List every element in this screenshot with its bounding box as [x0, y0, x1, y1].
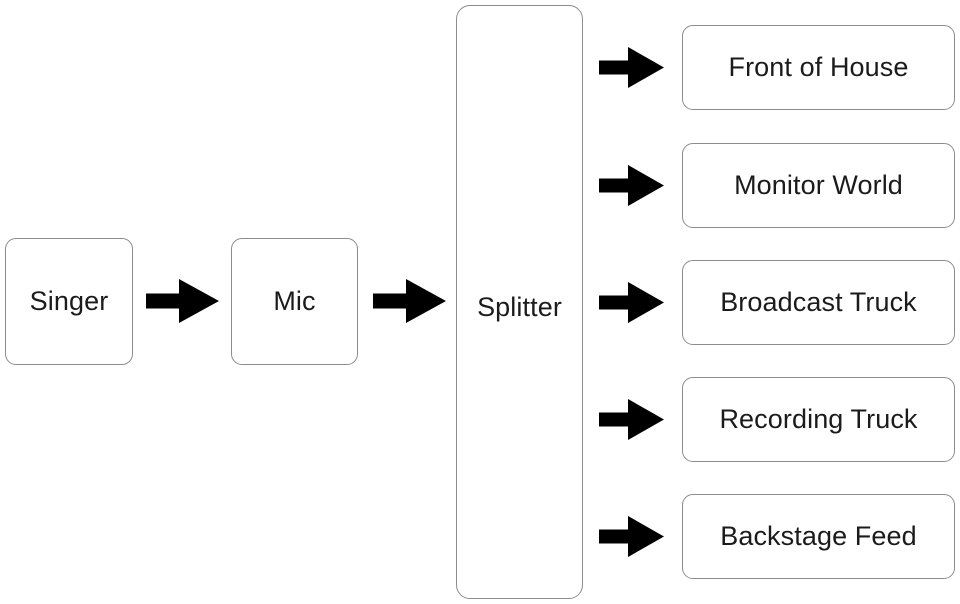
- node-broadcast-truck[interactable]: Broadcast Truck: [682, 260, 955, 345]
- node-front-of-house[interactable]: Front of House: [682, 25, 955, 110]
- node-monitor-world-label: Monitor World: [734, 169, 903, 200]
- node-monitor-world[interactable]: Monitor World: [682, 143, 955, 228]
- arrow-splitter-to-monitor-world-icon: [599, 165, 664, 206]
- node-mic-label: Mic: [273, 285, 316, 316]
- node-mic[interactable]: Mic: [231, 238, 358, 365]
- arrow-splitter-to-broadcast-truck-icon: [599, 282, 664, 323]
- arrow-mic-to-splitter-icon: [373, 279, 446, 323]
- arrow-splitter-to-backstage-feed-icon: [599, 516, 664, 557]
- node-singer[interactable]: Singer: [5, 238, 133, 365]
- arrow-splitter-to-recording-truck-icon: [599, 399, 664, 440]
- node-recording-truck-label: Recording Truck: [719, 403, 918, 434]
- node-splitter-label: Splitter: [477, 292, 562, 322]
- node-broadcast-truck-label: Broadcast Truck: [720, 286, 917, 317]
- arrow-singer-to-mic-icon: [146, 279, 219, 323]
- node-backstage-feed[interactable]: Backstage Feed: [682, 494, 955, 579]
- node-recording-truck[interactable]: Recording Truck: [682, 377, 955, 462]
- node-splitter[interactable]: Splitter: [456, 5, 583, 599]
- node-front-of-house-label: Front of House: [728, 51, 909, 82]
- arrow-splitter-to-front-of-house-icon: [599, 47, 664, 88]
- node-singer-label: Singer: [29, 285, 109, 316]
- node-backstage-feed-label: Backstage Feed: [720, 520, 917, 551]
